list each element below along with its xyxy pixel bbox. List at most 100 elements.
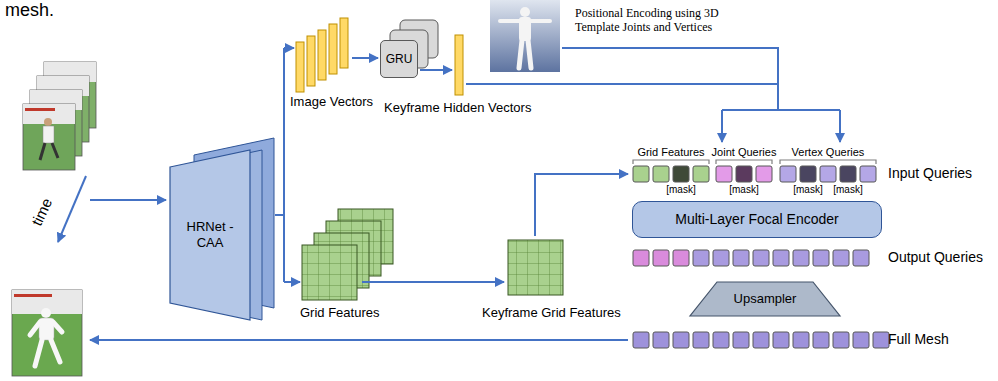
image-vectors xyxy=(296,18,348,92)
caption-fragment: mesh. xyxy=(5,0,54,22)
node-shape xyxy=(690,282,840,316)
video-frames xyxy=(23,62,96,170)
flow-arrow xyxy=(284,281,300,283)
encoder-box: Multi-Layer Focal Encoder xyxy=(632,201,882,238)
flow-arrow xyxy=(90,339,628,341)
query-token xyxy=(673,166,689,182)
flow-line xyxy=(722,109,840,111)
flow-arrow xyxy=(352,57,378,59)
feature-vector xyxy=(318,30,326,80)
banner xyxy=(25,108,55,111)
player-head xyxy=(44,118,52,126)
query-token xyxy=(833,332,849,348)
query-token xyxy=(693,166,709,182)
query-token xyxy=(653,332,669,348)
flow-arrow xyxy=(420,69,452,71)
node-label: HRNet -CAA xyxy=(181,219,239,250)
output-bg xyxy=(12,290,82,376)
query-token xyxy=(753,250,769,266)
stage-label: Keyframe Grid Features xyxy=(482,305,621,321)
template-bg xyxy=(490,0,560,72)
flow-arrow xyxy=(284,47,294,49)
group-bracket xyxy=(633,160,709,164)
query-token xyxy=(713,332,729,348)
annotation: Positional Encoding using 3D Template Jo… xyxy=(575,6,765,35)
query-token xyxy=(673,250,689,266)
group-label: Joint Queries xyxy=(712,146,777,159)
query-token xyxy=(673,332,689,348)
query-token xyxy=(813,332,829,348)
template-head xyxy=(520,7,530,17)
stage-label: Grid Features xyxy=(300,305,379,321)
query-token xyxy=(733,332,749,348)
template-arms xyxy=(500,19,550,23)
flow-line xyxy=(275,214,284,216)
flow-line xyxy=(466,83,778,85)
query-token xyxy=(800,166,816,182)
frame-bg xyxy=(23,104,75,170)
query-token xyxy=(840,166,856,182)
row-label: Full Mesh xyxy=(888,331,949,348)
query-token xyxy=(780,166,796,182)
mesh-limbs xyxy=(30,322,62,366)
query-token xyxy=(773,332,789,348)
group-bracket xyxy=(716,160,772,164)
flow-line xyxy=(283,48,285,282)
feature-vector xyxy=(329,24,337,74)
feature-vector xyxy=(296,42,304,92)
mesh-head xyxy=(41,308,51,318)
mask-label: [mask] xyxy=(793,184,822,196)
node-label: Upsampler xyxy=(734,291,797,307)
feature-grid xyxy=(302,245,357,300)
query-token xyxy=(873,332,889,348)
node-label: Multi-Layer Focal Encoder xyxy=(675,211,838,228)
backbone-block: HRNet -CAA xyxy=(170,150,250,320)
query-token xyxy=(633,250,649,266)
query-token xyxy=(753,332,769,348)
query-token xyxy=(736,166,752,182)
query-token xyxy=(633,166,649,182)
query-token xyxy=(693,332,709,348)
flow-lines xyxy=(58,48,840,340)
flow-arrow xyxy=(535,174,628,236)
node-label: GRU xyxy=(386,52,413,66)
output-image xyxy=(12,290,82,376)
query-token xyxy=(653,250,669,266)
query-token xyxy=(733,250,749,266)
query-token xyxy=(773,250,789,266)
query-token xyxy=(853,250,869,266)
query-token xyxy=(633,332,649,348)
group-bracket xyxy=(780,160,876,164)
query-token xyxy=(653,166,669,182)
query-token xyxy=(716,166,732,182)
time-arrow xyxy=(58,176,86,242)
axis-label: time xyxy=(28,195,56,228)
query-token xyxy=(793,250,809,266)
node-shape xyxy=(170,150,250,320)
row-label: Input Queries xyxy=(888,165,972,182)
query-token xyxy=(820,166,836,182)
flow-line xyxy=(562,48,778,110)
mask-label: [mask] xyxy=(666,184,695,196)
group-label: Grid Features xyxy=(637,146,704,159)
flow-arrow xyxy=(721,110,723,142)
query-token xyxy=(756,166,772,182)
keyframe-grid xyxy=(508,240,563,295)
gru-cell: GRU xyxy=(380,40,418,78)
query-token xyxy=(793,332,809,348)
template-body xyxy=(490,0,560,72)
query-token xyxy=(813,250,829,266)
query-token xyxy=(713,250,729,266)
query-token xyxy=(853,332,869,348)
feature-vector xyxy=(340,18,348,68)
mask-label: [mask] xyxy=(833,184,862,196)
group-label: Vertex Queries xyxy=(792,146,865,159)
player-legs xyxy=(40,143,58,160)
row-label: Output Queries xyxy=(888,249,983,266)
mask-label: [mask] xyxy=(729,184,758,196)
query-token xyxy=(860,166,876,182)
frame xyxy=(23,104,75,170)
feature-vector xyxy=(307,36,315,86)
flow-arrow xyxy=(90,199,166,201)
